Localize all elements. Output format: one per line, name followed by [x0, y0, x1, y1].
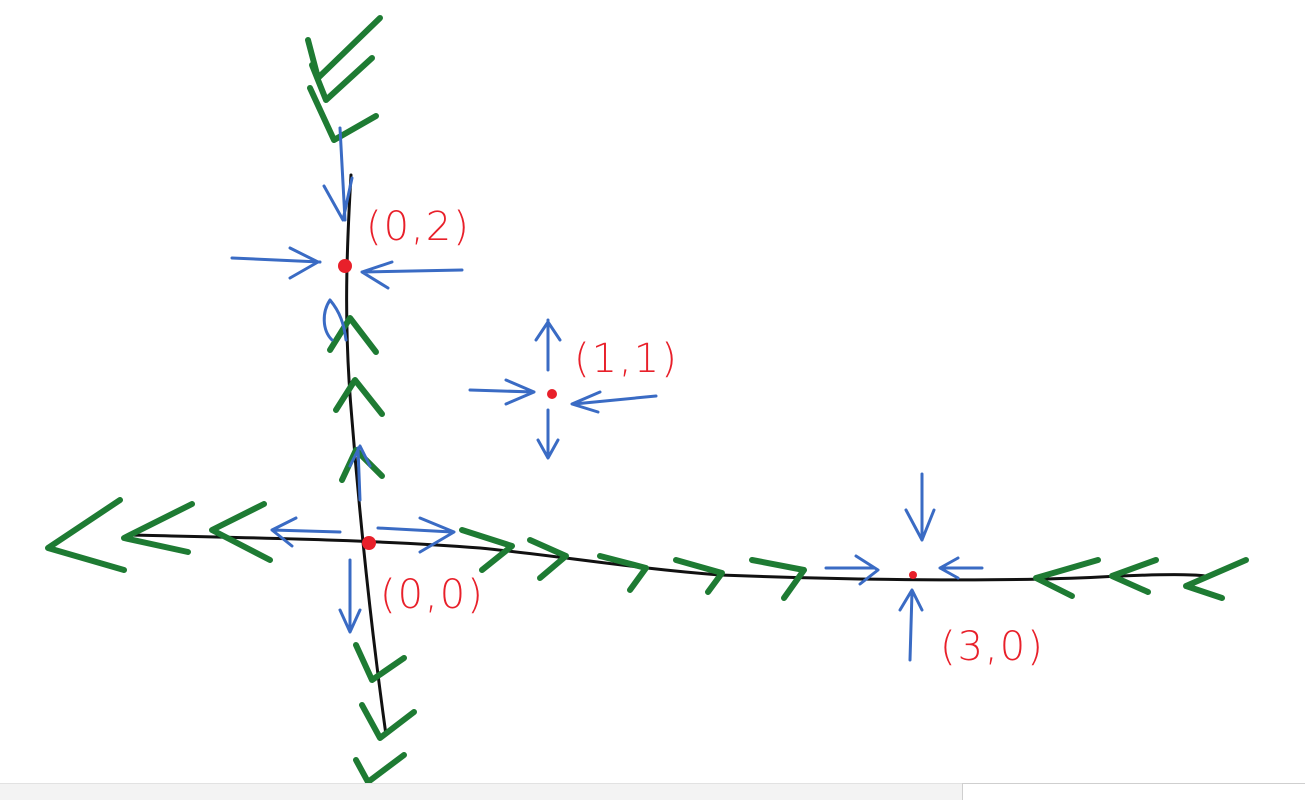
- flow-arrow-right: [230, 246, 322, 280]
- bottom-panel: [962, 783, 1305, 800]
- flow-arrow-left: [1033, 557, 1101, 599]
- equilibrium-dot: [362, 536, 376, 550]
- flow-arrow-up: [322, 298, 348, 342]
- flow-arrow-down: [309, 55, 375, 103]
- flow-arrow-down: [353, 752, 407, 783]
- flow-arrow-down: [353, 642, 407, 683]
- equilibrium-dot: [547, 389, 557, 399]
- flow-arrow-right: [468, 378, 536, 406]
- flow-arrow-up: [348, 444, 372, 502]
- flow-arrow-right: [459, 527, 515, 573]
- flow-arrow-down: [322, 126, 354, 222]
- equilibrium-points: [338, 259, 917, 579]
- equilibrium-label: (3,0): [940, 624, 1045, 670]
- equilibrium-label: (0,2): [366, 204, 471, 250]
- flow-arrow-left: [1183, 557, 1249, 601]
- flow-arrow-left: [45, 497, 127, 573]
- equilibrium-label: (1,1): [574, 336, 679, 382]
- flow-arrow-right: [749, 557, 807, 601]
- equilibrium-dot: [338, 259, 352, 273]
- x-axis: [128, 533, 1207, 582]
- flow-arrow-up: [339, 447, 385, 483]
- flow-arrow-left: [121, 501, 195, 555]
- local-flow-arrows: [230, 126, 984, 662]
- flow-arrow-up: [898, 588, 924, 662]
- flow-arrow-left: [570, 390, 658, 414]
- phase-portrait-sketch: (0,2) (1,1) (0,0) (3,0): [45, 15, 1249, 783]
- equilibrium-label: (0,0): [380, 572, 485, 618]
- flow-arrow-right: [597, 553, 649, 593]
- flow-arrow-left: [360, 260, 464, 290]
- axis-flow-arrows: [45, 15, 1249, 783]
- equilibrium-dot: [909, 571, 917, 579]
- flow-arrow-down: [338, 558, 362, 634]
- flow-arrow-left: [270, 516, 342, 548]
- flow-arrow-down: [536, 408, 560, 460]
- flow-arrow-left: [209, 501, 273, 563]
- flow-arrow-down: [307, 85, 379, 143]
- flow-arrow-right: [376, 516, 456, 554]
- flow-arrow-down: [359, 702, 417, 741]
- flow-arrow-up: [333, 377, 385, 417]
- flow-arrow-up: [534, 318, 562, 372]
- flow-arrow-left: [1109, 557, 1159, 595]
- flow-arrow-up: [327, 315, 379, 355]
- flow-arrow-left: [938, 556, 984, 580]
- flow-arrow-down: [904, 472, 936, 542]
- flow-arrow-right: [527, 537, 569, 581]
- flow-arrow-right: [673, 557, 725, 595]
- flow-arrow-right: [824, 554, 880, 586]
- flow-arrow-down: [305, 15, 383, 81]
- y-axis: [345, 173, 388, 737]
